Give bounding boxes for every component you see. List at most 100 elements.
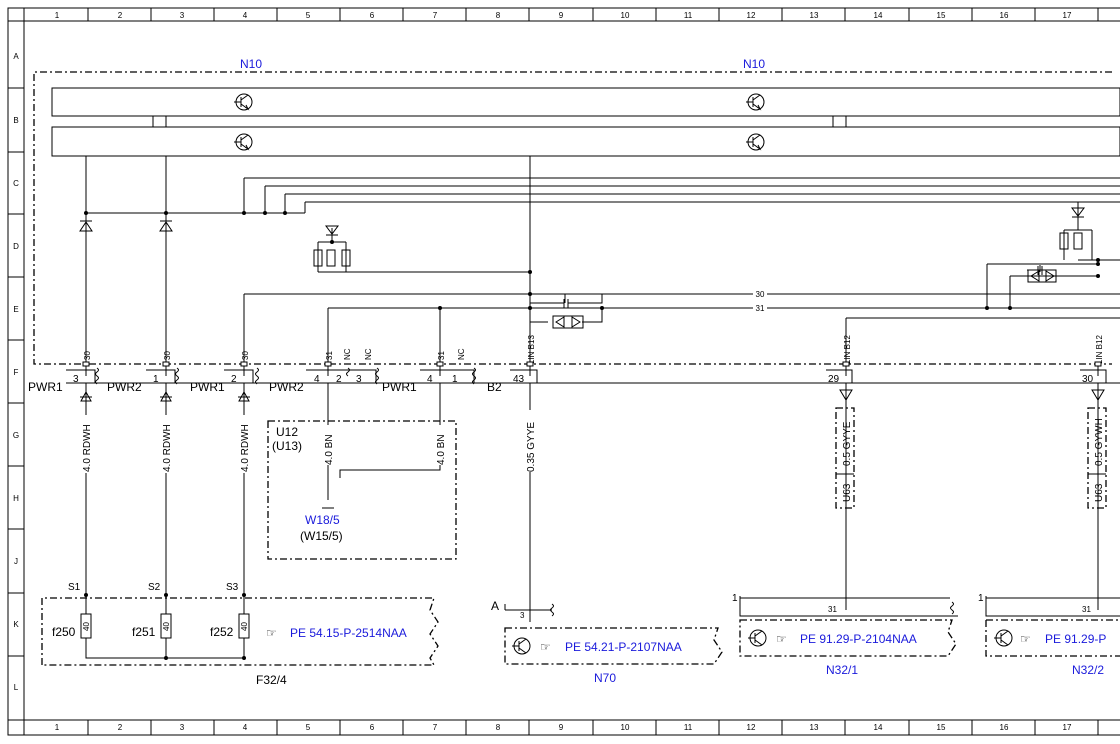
transistor-icon (234, 93, 253, 111)
col-label: 15 (937, 11, 946, 20)
pin-number: 31 (1082, 605, 1091, 614)
n10-module: N10 N10 (33, 57, 1120, 365)
splice-s1: S1 (68, 582, 81, 593)
col-label: 10 (621, 11, 630, 20)
n10-bus-bar-upper (51, 87, 1120, 117)
ref-link-n32-2[interactable]: PE 91.29-P (1045, 632, 1106, 646)
col-label: 8 (496, 11, 501, 20)
pointer-icon: ☞ (540, 640, 551, 654)
n10-label-right: N10 (743, 57, 765, 71)
ref-link-n70[interactable]: PE 54.21-P-2107NAA (565, 640, 682, 654)
fuse-rating: 40 (240, 622, 249, 631)
col-label: 17 (1063, 723, 1072, 732)
column-labels-bottom: 1 2 3 4 5 6 7 8 9 10 11 12 13 14 15 16 1… (55, 723, 1072, 732)
pointer-icon: ☞ (1020, 632, 1031, 646)
pin-number: 2 (336, 374, 342, 385)
wire-color-label: 0.5 GYYE (842, 421, 853, 466)
col-label: 2 (118, 11, 123, 20)
col-label: 14 (874, 11, 883, 20)
pin-label: 31 (437, 351, 446, 360)
pin-number: 43 (513, 374, 525, 385)
pointer-icon: ☞ (776, 632, 787, 646)
junction-dots (84, 211, 1100, 660)
connector-pins: 30 30 30 31 NC NC 31 NC LIN B13 LIN B12 … (83, 335, 1104, 364)
pin-number: 29 (828, 374, 840, 385)
row-label: F (14, 368, 19, 377)
wire-labels: 4.0 RDWH 4.0 RDWH 4.0 RDWH 4.0 BN 4.0 BN… (80, 410, 1105, 473)
row-label: A (13, 52, 19, 61)
pin-label: LIN B12 (843, 335, 852, 364)
n70-label: N70 (594, 671, 616, 685)
u63-plug-a: U63 (835, 407, 855, 509)
u63-plug-b: U63 (1087, 407, 1107, 509)
pin-number: 3 (73, 374, 79, 385)
row-label: H (13, 494, 19, 503)
pin-number: 31 (828, 605, 837, 614)
u13-label: (U13) (272, 439, 302, 453)
n70-module: A 3 ☞ PE 54.21-P-2107NAA N70 (491, 599, 723, 685)
wire-color-label: 4.0 RDWH (162, 424, 173, 472)
transistor-icon (234, 133, 253, 151)
col-label: 6 (370, 11, 375, 20)
pin-label: LIN B13 (527, 335, 536, 364)
col-label: 14 (874, 723, 883, 732)
n32-1-module: 1 31 ☞ PE 91.29-P-2104NAA N32/1 (732, 593, 958, 677)
col-label: 6 (370, 723, 375, 732)
col-label: 3 (180, 11, 185, 20)
splice-s3: S3 (226, 582, 239, 593)
row-label: C (13, 179, 19, 188)
bus-line-labels: 30 31 (753, 289, 767, 313)
row-labels: A B C D E F G H J K L (8, 52, 24, 692)
n10-label-left: N10 (240, 57, 262, 71)
row-label: L (14, 683, 19, 692)
col-label: 16 (1000, 723, 1009, 732)
wire-color-label: 4.0 BN (324, 434, 335, 465)
row-label: B (13, 116, 18, 125)
wire-color-label: 0.5 GYWH (1094, 418, 1105, 466)
pointer-icon: ☞ (266, 626, 277, 640)
connector-pwr1: PWR1 (382, 380, 417, 394)
transistor-icon (994, 629, 1013, 647)
connector-b2: B2 (487, 380, 502, 394)
col-label: 9 (559, 11, 564, 20)
col-label: 8 (496, 723, 501, 732)
col-label: 1 (55, 723, 60, 732)
pin-label: 30 (83, 351, 92, 360)
f32-4-label: F32/4 (256, 673, 287, 687)
capacitor-icon (563, 266, 1043, 308)
row-label: E (13, 305, 18, 314)
col-label: 10 (621, 723, 630, 732)
pin-one: 1 (732, 593, 738, 604)
transistor-icon (746, 93, 765, 111)
column-labels-top: 1 2 3 4 5 6 7 8 9 10 11 12 13 14 15 16 1… (55, 11, 1072, 20)
pin-number: 4 (427, 374, 433, 385)
wire-color-label: 4.0 RDWH (240, 424, 251, 472)
pin-number: 1 (452, 374, 458, 385)
bus-label-31: 31 (756, 304, 765, 313)
point-a-label: A (491, 599, 499, 613)
diode-icon (1071, 207, 1085, 218)
ref-link-n32-1[interactable]: PE 91.29-P-2104NAA (800, 632, 917, 646)
drawing-frame (7, 7, 1120, 736)
n32-2-module: 1 31 ☞ PE 91.29-P N32/2 (978, 593, 1120, 677)
harness-wires (80, 383, 1105, 610)
n10-internal-wiring (85, 156, 1120, 364)
col-label: 1 (55, 11, 60, 20)
wire-color-label: 4.0 BN (436, 434, 447, 465)
transistor-icon (746, 133, 765, 151)
u12-label: U12 (276, 425, 298, 439)
fuse-f250: f250 (52, 625, 76, 639)
col-label: 16 (1000, 11, 1009, 20)
fuse-f252: f252 (210, 625, 234, 639)
ref-link-f32[interactable]: PE 54.15-P-2514NAA (290, 626, 407, 640)
pin-label: NC (457, 348, 466, 360)
wire-color-label: 4.0 RDWH (82, 424, 93, 472)
col-label: 17 (1063, 11, 1072, 20)
diode-icon (159, 220, 173, 232)
w15-5-label: (W15/5) (300, 529, 343, 543)
col-label: 4 (243, 11, 248, 20)
pin-label: 30 (163, 351, 172, 360)
connector-pwr1: PWR1 (28, 380, 63, 394)
